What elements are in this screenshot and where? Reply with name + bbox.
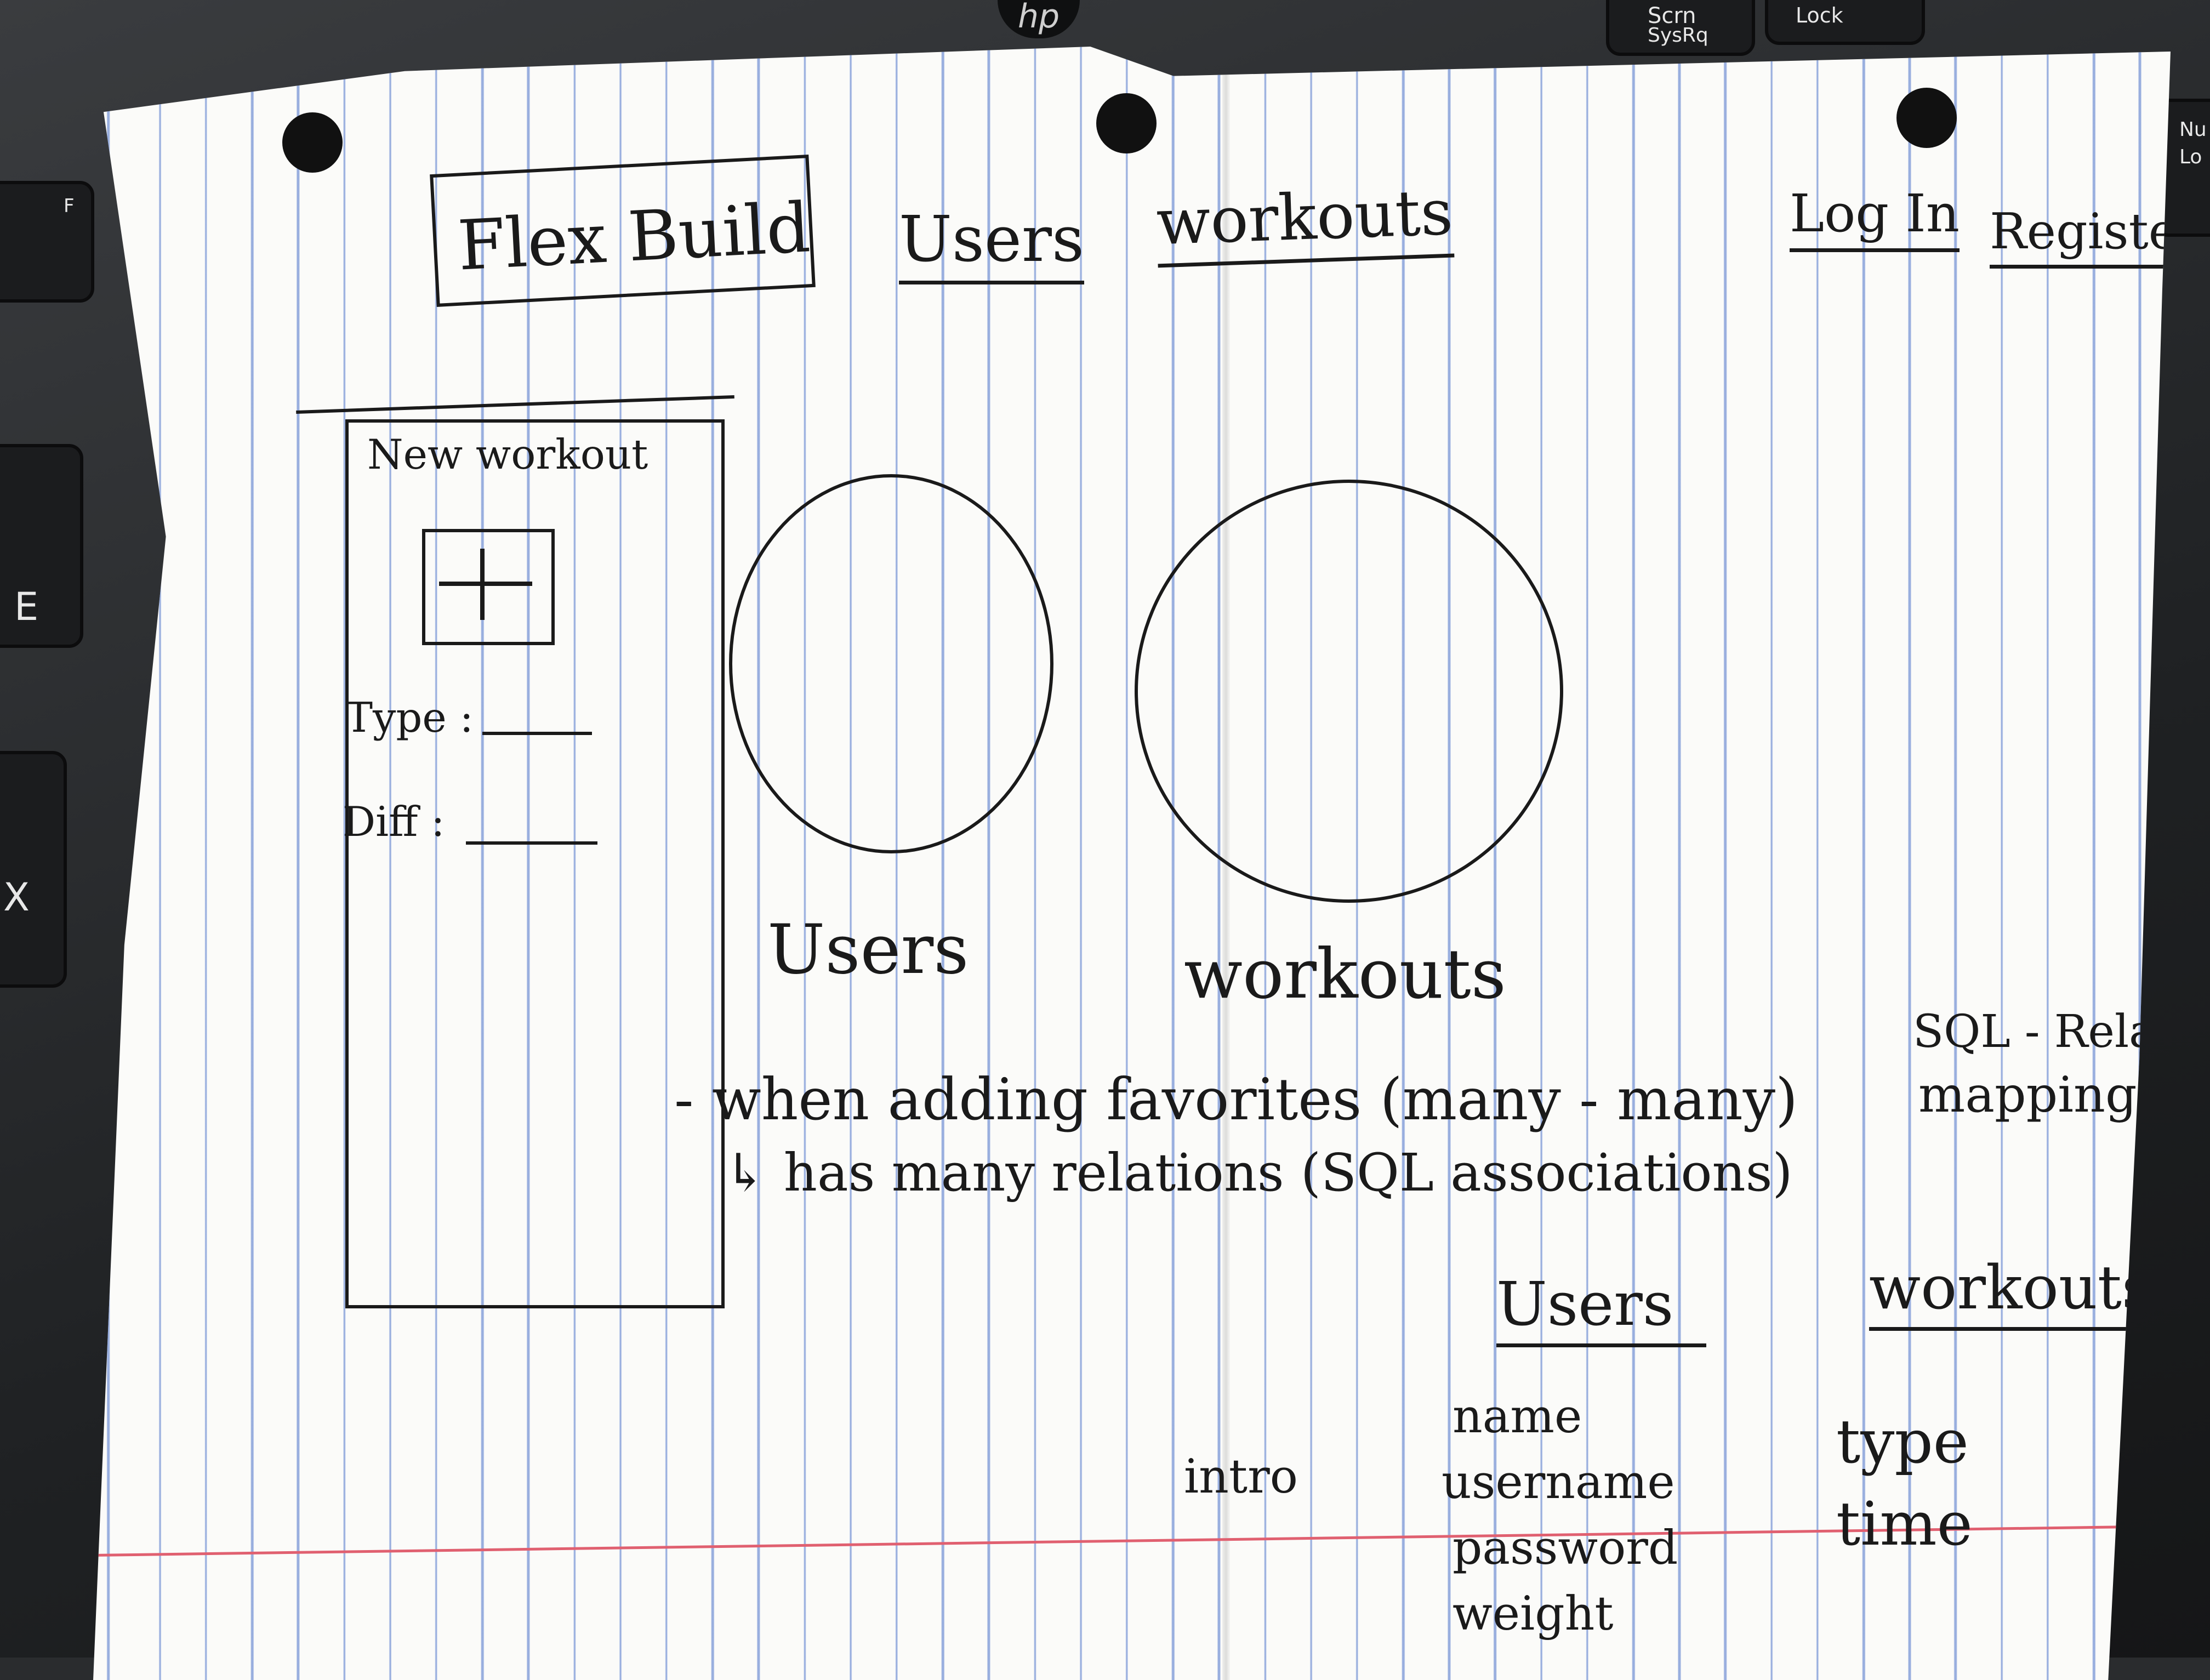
- note-relations: ↳ has many relations (SQL associations): [724, 1143, 1793, 1203]
- users-field: weight: [1453, 1587, 1614, 1641]
- diff-label: Diff :: [343, 798, 445, 846]
- users-circle[interactable]: [729, 474, 1053, 853]
- key-f: F: [0, 181, 94, 303]
- punch-hole-left: [282, 112, 343, 173]
- login-link[interactable]: Log In: [1790, 184, 1960, 252]
- users-field: password: [1453, 1521, 1678, 1575]
- note-mapping: mapping: [1918, 1066, 2137, 1124]
- key-label-lo: Lo: [2179, 146, 2202, 168]
- users-field: username: [1442, 1455, 1675, 1510]
- users-field: name: [1453, 1389, 1582, 1444]
- plus-icon-vertical: [480, 549, 485, 620]
- sidebar-title: New workout: [367, 430, 648, 479]
- type-input-line[interactable]: [482, 732, 592, 735]
- note-sql-relation: SQL - Relation: [1913, 1006, 2171, 1058]
- users-circle-label: Users: [767, 910, 969, 989]
- ruled-lines: [93, 47, 2171, 1680]
- key-label-nu: Nu: [2179, 118, 2207, 141]
- key-label-f: F: [64, 195, 75, 217]
- workouts-table-header: workouts: [1869, 1252, 2171, 1331]
- users-field-list: name username password weight: [1442, 1384, 1678, 1647]
- intro-label: intro: [1184, 1450, 1298, 1504]
- key-x: X: [0, 751, 67, 988]
- key-e: E: [0, 444, 83, 648]
- nav-users-link[interactable]: Users: [899, 203, 1084, 284]
- punch-hole-right: [1896, 88, 1957, 148]
- key-label-lock: Lock: [1796, 3, 1843, 27]
- key-scroll-lock: Lock: [1765, 0, 1925, 45]
- key-scrn-sysrq: Scrn SysRq: [1606, 0, 1755, 56]
- key-label-e: E: [14, 584, 39, 629]
- type-label: Type :: [345, 693, 474, 742]
- add-workout-button[interactable]: [422, 529, 555, 645]
- punch-hole-middle: [1096, 93, 1157, 153]
- workouts-circle[interactable]: [1135, 480, 1563, 903]
- workouts-field: time: [1836, 1489, 1973, 1559]
- note-favorites: - when adding favorites (many - many): [674, 1066, 1798, 1133]
- workouts-field: type: [1836, 1406, 1969, 1477]
- key-label-sysrq: SysRq: [1648, 24, 1708, 47]
- register-link[interactable]: Register: [1990, 203, 2171, 269]
- nav-workouts-link[interactable]: workouts: [1155, 175, 1455, 268]
- diff-input-line[interactable]: [466, 841, 597, 845]
- notebook-paper: Flex Build Users workouts Log In Registe…: [93, 47, 2171, 1680]
- key-label-x: X: [3, 875, 30, 920]
- workouts-field-list: type time: [1836, 1400, 1973, 1565]
- workouts-circle-label: workouts: [1184, 935, 1506, 1014]
- sidebar-panel: [345, 419, 725, 1308]
- plus-icon: [439, 582, 532, 586]
- users-table-header: Users: [1496, 1269, 1707, 1347]
- key-label-scrn: Scrn: [1648, 3, 1696, 29]
